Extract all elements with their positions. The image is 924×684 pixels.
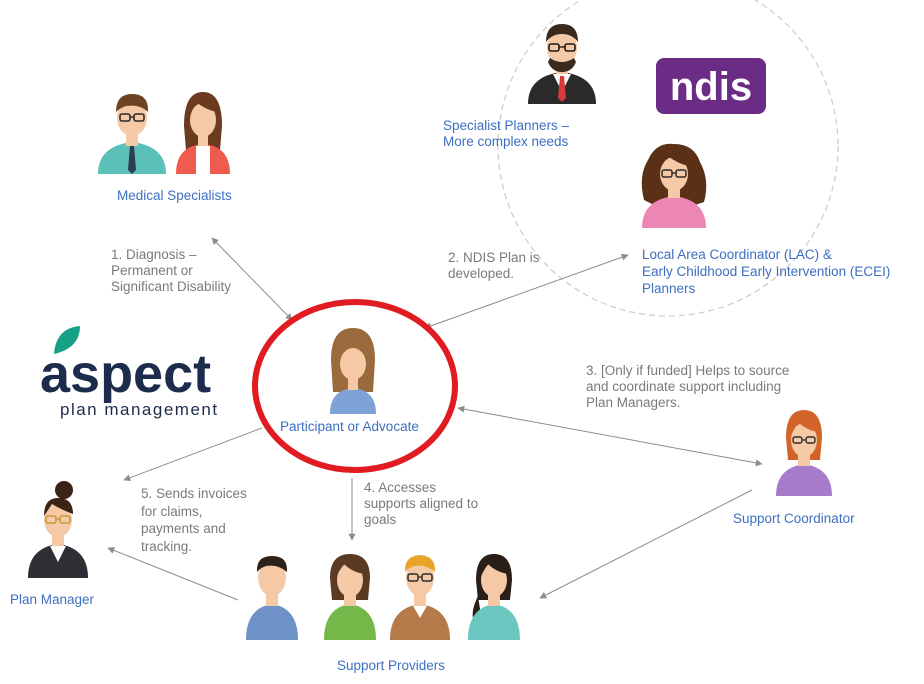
label-medical-specialists: Medical Specialists [117,188,232,203]
participant-avatar [330,328,376,414]
arrow-participant-planmanager [123,427,263,482]
aspect-wordmark: aspect [40,344,211,404]
step-3-text: 3. [Only if funded] Helps to source and … [586,363,790,410]
support-provider-1-avatar [246,556,298,640]
ndis-logo [656,58,766,114]
arrow-medical-participant [211,237,293,321]
step-1-text: 1. Diagnosis – Permanent or Significant … [111,247,232,294]
support-coordinator-avatar [776,410,832,496]
aspect-leaf-icon [54,326,80,354]
arrow-coordinator-providers [539,489,753,599]
arrow-participant-coordinator [457,405,763,467]
participant-highlight-ring [252,299,458,473]
label-specialist-planners: Specialist Planners – More complex needs [443,118,570,149]
medical-specialist-female-avatar [176,92,230,174]
step-5-text: 5. Sends invoices for claims, payments a… [141,486,247,554]
arrow-participant-lac [424,253,629,330]
label-plan-manager: Plan Manager [10,592,95,607]
step-4-text: 4. Accesses supports aligned to goals [364,480,479,527]
label-support-coordinator: Support Coordinator [733,511,855,526]
plan-manager-avatar [28,481,88,578]
label-lac-ecei: Local Area Coordinator (LAC) & Early Chi… [642,247,891,296]
support-provider-2-avatar [324,554,376,640]
flow-arrows [107,237,763,601]
arrow-providers-planmanager [107,547,239,601]
step-2-text: 2. NDIS Plan is developed. [448,250,540,281]
lac-avatar [641,143,707,228]
specialist-planner-avatar [528,24,596,104]
label-support-providers: Support Providers [337,658,446,673]
support-provider-3-avatar [390,555,450,640]
aspect-tagline: plan management [60,400,219,419]
ndis-logo-text: ndis [670,65,752,109]
support-provider-4-avatar [468,554,520,640]
ndis-group-circle [497,0,839,317]
label-participant: Participant or Advocate [280,419,419,434]
medical-specialist-male-avatar [98,94,166,174]
